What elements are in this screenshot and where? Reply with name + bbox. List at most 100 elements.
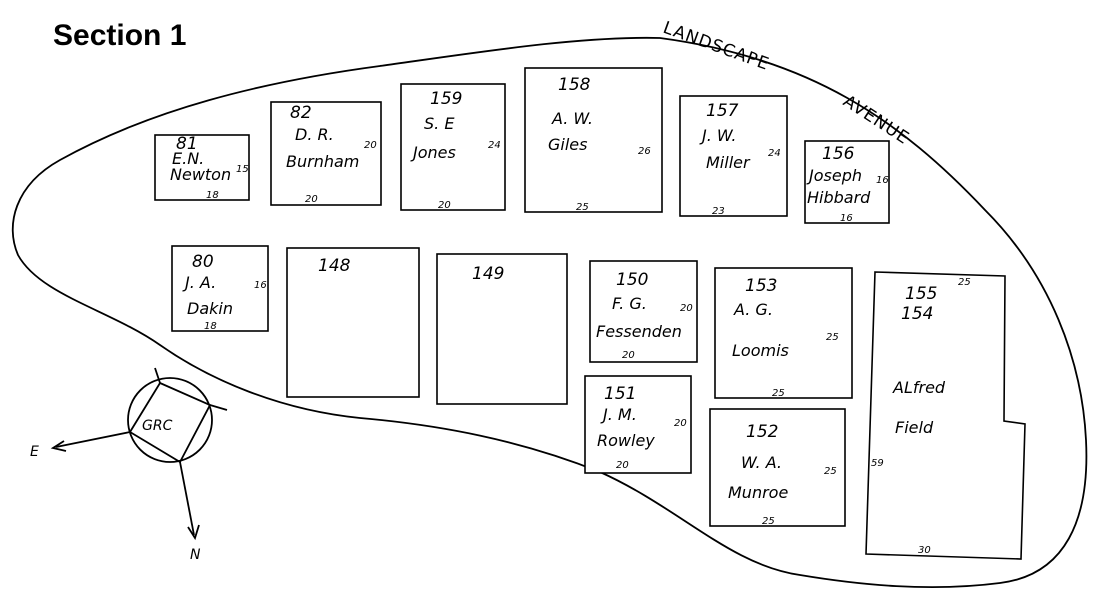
lot-153-boundary: [714, 267, 853, 399]
owner-surname: Hibbard: [807, 188, 871, 207]
owner-initials: A. G.: [733, 300, 773, 319]
lot-80[interactable]: 80 J. A. Dakin 16 18: [171, 245, 269, 332]
lot-side-dimension: 16: [254, 280, 267, 291]
lot-bottom-dimension: 20: [622, 350, 635, 361]
lot-number: 81: [176, 134, 198, 154]
lot-number: 151: [604, 384, 636, 404]
lot-side-dimension: 25: [826, 332, 839, 343]
lot-82[interactable]: 82 D. R. Burnham 20 20: [270, 101, 382, 206]
lot-bottom-dimension: 18: [204, 321, 217, 332]
compass-monogram: GRC: [142, 418, 173, 434]
owner-surname: Miller: [706, 153, 751, 172]
lot-side-dimension: 20: [680, 303, 693, 314]
lot-bottom-dimension: 25: [772, 388, 785, 399]
lot-number: 158: [558, 75, 591, 95]
owner-surname: Munroe: [728, 483, 788, 502]
lot-side-dimension: 20: [674, 418, 687, 429]
lot-151-boundary: [584, 375, 692, 474]
owner-initials: F. G.: [612, 294, 647, 313]
compass-rose: GRC E N: [30, 367, 228, 563]
lot-side-dimension: 26: [638, 146, 651, 157]
lot-number: 156: [822, 144, 855, 164]
lot-155-154[interactable]: 155 154 ALfred Field 25 59 30: [865, 271, 1026, 560]
lot-number: 82: [290, 103, 312, 123]
owner-surname: Rowley: [597, 431, 655, 450]
lot-148[interactable]: 148: [286, 247, 420, 398]
lot-151[interactable]: 151 J. M. Rowley 20 20: [584, 375, 692, 474]
lot-150[interactable]: 150 F. G. Fessenden 20 20: [589, 260, 698, 363]
lot-152-boundary: [709, 408, 846, 527]
east-arrowhead: [50, 440, 67, 452]
owner-surname: Burnham: [286, 152, 359, 171]
lot-bottom-dimension: 25: [576, 202, 589, 213]
lot-number-154: 154: [901, 304, 933, 324]
lot-number: 157: [706, 101, 739, 121]
lot-side-dimension: 25: [824, 466, 837, 477]
lot-149[interactable]: 149: [436, 253, 568, 405]
owner-initials: J. A.: [182, 273, 216, 292]
lot-bottom-dimension: 18: [206, 190, 219, 201]
lot-152[interactable]: 152 W. A. Munroe 25 25: [709, 408, 846, 527]
owner-surname: Fessenden: [596, 322, 682, 341]
owner-surname: Newton: [170, 165, 231, 184]
owner-surname: Loomis: [732, 341, 789, 360]
owner-initials: A. W.: [551, 109, 593, 128]
lot-bottom-dimension: 16: [840, 213, 853, 224]
road-name-landscape: LANDSCAPE: [660, 18, 772, 75]
lot-side-dimension: 59: [871, 458, 884, 469]
lot-81-boundary: [154, 134, 250, 201]
lot-82-boundary: [270, 101, 382, 206]
lot-155-154-boundary: [865, 271, 1026, 560]
lot-side-dimension: 24: [488, 140, 501, 151]
lot-153[interactable]: 153 A. G. Loomis 25 25: [714, 267, 853, 399]
lot-number-155: 155: [905, 284, 937, 304]
owner-initials: S. E: [424, 114, 455, 133]
lot-number: 159: [430, 89, 462, 109]
lot-156-boundary: [804, 140, 890, 224]
east-arrow-line: [55, 431, 131, 448]
lot-159[interactable]: 159 S. E Jones 24 20: [400, 83, 506, 211]
lot-number: 150: [616, 270, 648, 290]
lot-80-boundary: [171, 245, 269, 332]
owner-surname: Dakin: [187, 299, 233, 318]
lot-158[interactable]: 158 A. W. Giles 26 25: [524, 67, 663, 213]
owner-first-name: Joseph: [806, 166, 862, 185]
lot-149-boundary: [436, 253, 568, 405]
lot-bottom-dimension: 20: [438, 200, 451, 211]
lot-158-boundary: [524, 67, 663, 213]
owner-first-name: ALfred: [892, 378, 946, 397]
north-arrow-line: [179, 461, 195, 536]
owner-surname: Field: [895, 418, 934, 437]
owner-surname: Jones: [410, 143, 456, 162]
section-title: Section 1: [53, 19, 186, 52]
compass-north-label: N: [190, 547, 201, 563]
owner-surname: Giles: [548, 135, 587, 154]
owner-initials: J. W.: [699, 126, 737, 145]
lot-side-dimension: 24: [768, 148, 781, 159]
owner-initials: J. M.: [600, 405, 637, 424]
owner-initials: E.N.: [172, 149, 204, 168]
lot-159-boundary: [400, 83, 506, 211]
lot-156[interactable]: 156 Joseph Hibbard 16 16: [804, 140, 890, 224]
lot-side-dimension: 20: [364, 140, 377, 151]
compass-circle: [127, 377, 213, 463]
north-arrowhead: [187, 524, 200, 541]
lot-number: 80: [192, 252, 214, 272]
owner-initials: W. A.: [741, 453, 782, 472]
lot-number: 152: [746, 422, 778, 442]
lot-top-dimension: 25: [958, 277, 971, 288]
compass-east-label: E: [30, 444, 39, 460]
lot-bottom-dimension: 20: [305, 194, 318, 205]
lot-81[interactable]: 81 E.N. Newton 15 18: [154, 134, 250, 201]
lot-bottom-dimension: 23: [712, 206, 725, 217]
lot-bottom-dimension: 25: [762, 516, 775, 527]
lot-bottom-dimension: 30: [918, 545, 931, 556]
section-boundary: [11, 36, 1088, 589]
lot-number: 153: [745, 276, 777, 296]
lot-side-dimension: 15: [236, 164, 249, 175]
lot-157[interactable]: 157 J. W. Miller 24 23: [679, 95, 788, 217]
lot-150-boundary: [589, 260, 698, 363]
lot-number: 148: [318, 256, 351, 276]
lot-bottom-dimension: 20: [616, 460, 629, 471]
